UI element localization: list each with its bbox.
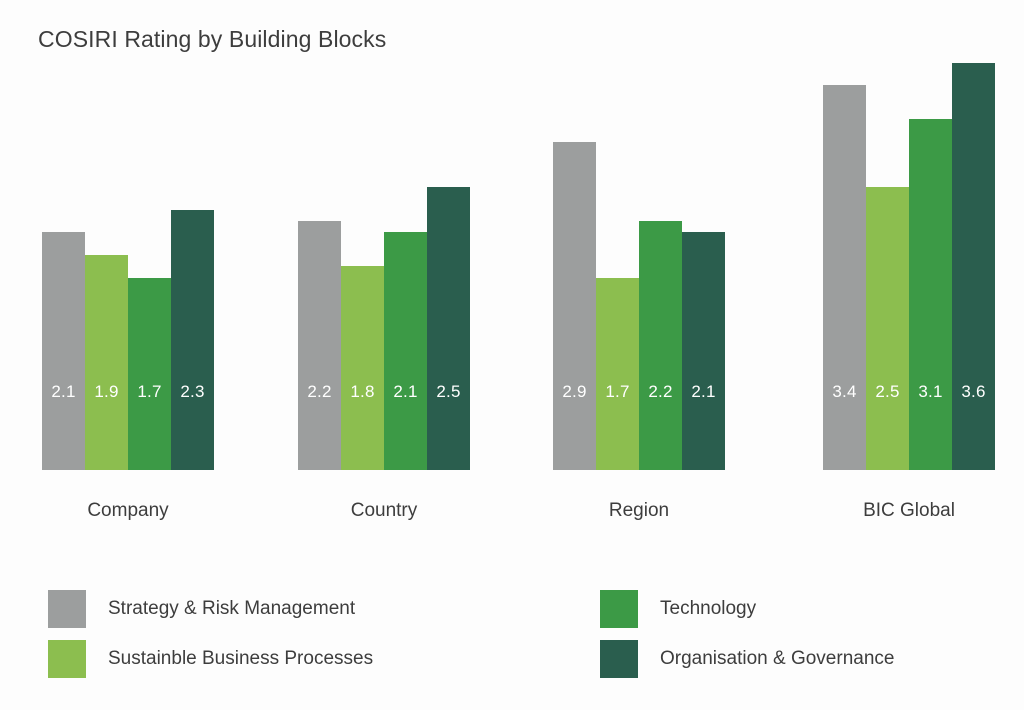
bar-value-label: 2.9 — [562, 382, 587, 401]
chart-title: COSIRI Rating by Building Blocks — [38, 26, 387, 52]
bar-region-technology[interactable]: 2.2 — [639, 221, 682, 470]
legend-item-label: Sustainble Business Processes — [108, 648, 374, 669]
legend-swatch-icon — [48, 640, 86, 678]
bar-value-label: 2.1 — [393, 382, 418, 401]
bar-region-sustainble-business-processes[interactable]: 1.7 — [596, 277, 639, 470]
bar-country-sustainble-business-processes[interactable]: 1.8 — [341, 266, 384, 470]
bar-region-strategy-risk-management[interactable]: 2.9 — [553, 141, 596, 470]
bar-group-region: 2.9 1.7 2.2 2.1 — [553, 40, 725, 470]
bar-group-bic-global: 3.4 2.5 3.1 3.6 — [823, 40, 995, 470]
bar-country-organisation-governance[interactable]: 2.5 — [427, 187, 470, 470]
category-label-bic-global: BIC Global — [863, 500, 955, 521]
legend-swatch-icon — [600, 590, 638, 628]
category-label-company: Company — [87, 500, 169, 521]
bar-value-label: 3.6 — [961, 382, 986, 401]
bar-value-label: 2.2 — [648, 382, 673, 401]
legend-item-label: Strategy & Risk Management — [108, 598, 356, 619]
bar-group-country: 2.2 1.8 2.1 2.5 — [298, 40, 470, 470]
bar-company-technology[interactable]: 1.7 — [128, 277, 171, 470]
bar-value-label: 2.5 — [875, 382, 900, 401]
bar-company-sustainble-business-processes[interactable]: 1.9 — [85, 255, 128, 470]
bar-bic-global-strategy-risk-management[interactable]: 3.4 — [823, 85, 866, 470]
bar-value-label: 2.1 — [51, 382, 76, 401]
legend-item-sustainble-business-processes[interactable]: Sustainble Business Processes — [48, 640, 373, 678]
bar-country-technology[interactable]: 2.1 — [384, 232, 427, 470]
bar-bic-global-sustainble-business-processes[interactable]: 2.5 — [866, 187, 909, 470]
legend-item-strategy-risk-management[interactable]: Strategy & Risk Management — [48, 590, 355, 628]
bar-value-label: 1.8 — [350, 382, 375, 401]
plot-area: 2.1 1.9 1.7 2.3 2.2 1.8 2.1 2. — [0, 40, 1024, 470]
bar-value-label: 2.3 — [180, 382, 205, 401]
bar-region-organisation-governance[interactable]: 2.1 — [682, 232, 725, 470]
bar-value-label: 1.7 — [137, 382, 162, 401]
bar-bic-global-technology[interactable]: 3.1 — [909, 119, 952, 470]
legend-item-label: Technology — [660, 598, 757, 619]
bar-company-strategy-risk-management[interactable]: 2.1 — [42, 232, 85, 470]
bar-value-label: 2.5 — [436, 382, 461, 401]
bar-value-label: 3.4 — [832, 382, 857, 401]
bar-value-label: 1.7 — [605, 382, 630, 401]
bar-company-organisation-governance[interactable]: 2.3 — [171, 209, 214, 470]
bar-value-label: 3.1 — [918, 382, 943, 401]
legend-swatch-icon — [48, 590, 86, 628]
bar-value-label: 2.1 — [691, 382, 716, 401]
bar-value-label: 1.9 — [94, 382, 119, 401]
bar-country-strategy-risk-management[interactable]: 2.2 — [298, 221, 341, 470]
legend-item-technology[interactable]: Technology — [600, 590, 756, 628]
category-label-region: Region — [608, 500, 670, 521]
bar-group-company: 2.1 1.9 1.7 2.3 — [42, 40, 214, 470]
bar-value-label: 2.2 — [307, 382, 332, 401]
bar-bic-global-organisation-governance[interactable]: 3.6 — [952, 62, 995, 470]
legend-item-label: Organisation & Governance — [660, 648, 895, 669]
category-label-country: Country — [350, 500, 418, 521]
legend-item-organisation-governance[interactable]: Organisation & Governance — [600, 640, 894, 678]
legend-swatch-icon — [600, 640, 638, 678]
